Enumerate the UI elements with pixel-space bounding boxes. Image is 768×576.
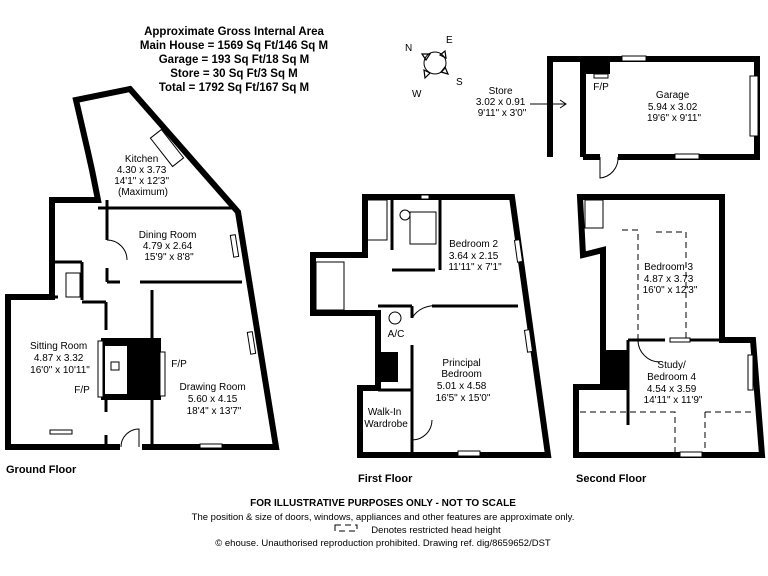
fireplace-label-sitting: F/P xyxy=(74,385,90,396)
second-floor-plan: Bedroom 3 4.87 x 3.73 16'0" x 12'3" Stud… xyxy=(573,194,766,485)
bedroom-3-label: Bedroom 3 4.87 x 3.73 16'0" x 12'3" xyxy=(643,262,698,296)
approximation-note: The position & size of doors, windows, a… xyxy=(192,512,575,523)
copyright: © ehouse. Unauthorised reproduction proh… xyxy=(215,538,551,549)
footer-notes: FOR ILLUSTRATIVE PURPOSES ONLY - NOT TO … xyxy=(192,498,575,549)
second-floor-label: Second Floor xyxy=(576,473,647,485)
area-store: Store = 30 Sq Ft/3 Sq M xyxy=(170,68,298,80)
toilet-icon xyxy=(399,209,411,221)
first-floor-plan: Bedroom 2 3.64 x 2.15 11'11" x 7'1" Prin… xyxy=(310,194,552,485)
area-summary: Approximate Gross Internal Area Main Hou… xyxy=(140,26,328,94)
area-total: Total = 1792 Sq Ft/167 Sq M xyxy=(159,82,309,94)
restricted-height-legend: Denotes restricted head height xyxy=(334,524,501,536)
cylinder-icon xyxy=(388,311,402,325)
study-bedroom-4-label: Study/ Bedroom 4 4.54 x 3.59 14'11" x 11… xyxy=(644,360,703,406)
shower-icon xyxy=(409,211,437,245)
fireplace-label-drawing: F/P xyxy=(171,359,187,370)
staircase-icon xyxy=(65,272,81,298)
principal-bedroom-label: Principal Bedroom 5.01 x 4.58 16'5" x 15… xyxy=(436,358,491,404)
legend-text: Denotes restricted head height xyxy=(371,525,501,536)
store-label: Store 3.02 x 0.91 9'11" x 3'0" xyxy=(476,86,528,119)
staircase-icon xyxy=(584,199,604,229)
bedroom-2-label: Bedroom 2 3.64 x 2.15 11'11" x 7'1" xyxy=(448,239,502,273)
compass-w: W xyxy=(412,89,422,100)
sitting-room-label: Sitting Room 4.87 x 3.32 16'0" x 10'11" xyxy=(30,341,90,376)
drawing-room-label: Drawing Room 5.60 x 4.15 18'4" x 13'7" xyxy=(180,382,249,417)
staircase-icon xyxy=(315,261,345,311)
area-title: Approximate Gross Internal Area xyxy=(144,26,324,38)
area-garage: Garage = 193 Sq Ft/18 Sq M xyxy=(159,54,310,66)
ground-floor-plan: Kitchen 4.30 x 3.73 14'1" x 12'3" (Maxim… xyxy=(5,85,280,476)
walk-in-wardrobe-label: Walk-In Wardrobe xyxy=(364,407,408,430)
compass-e: E xyxy=(446,35,453,46)
garage-store-plan: Store 3.02 x 0.91 9'11" x 3'0" Garage 5.… xyxy=(476,55,760,179)
area-main-house: Main House = 1569 Sq Ft/146 Sq M xyxy=(140,40,328,52)
staircase-icon xyxy=(366,199,388,241)
kitchen-counter xyxy=(149,128,185,168)
fireplace-label-garage: F/P xyxy=(593,82,609,93)
compass-icon: N E S W xyxy=(405,35,463,100)
first-floor-label: First Floor xyxy=(358,473,413,485)
disclaimer: FOR ILLUSTRATIVE PURPOSES ONLY - NOT TO … xyxy=(250,498,516,509)
kitchen-label: Kitchen 4.30 x 3.73 14'1" x 12'3" (Maxim… xyxy=(114,154,172,198)
dining-room-label: Dining Room 4.79 x 2.64 15'9" x 8'8" xyxy=(139,230,200,263)
compass-n: N xyxy=(405,43,412,54)
ground-floor-label: Ground Floor xyxy=(6,464,77,476)
compass-s: S xyxy=(456,77,463,88)
garage-label: Garage 5.94 x 3.02 19'6" x 9'11" xyxy=(647,90,702,124)
airing-cupboard-label: A/C xyxy=(388,329,405,340)
